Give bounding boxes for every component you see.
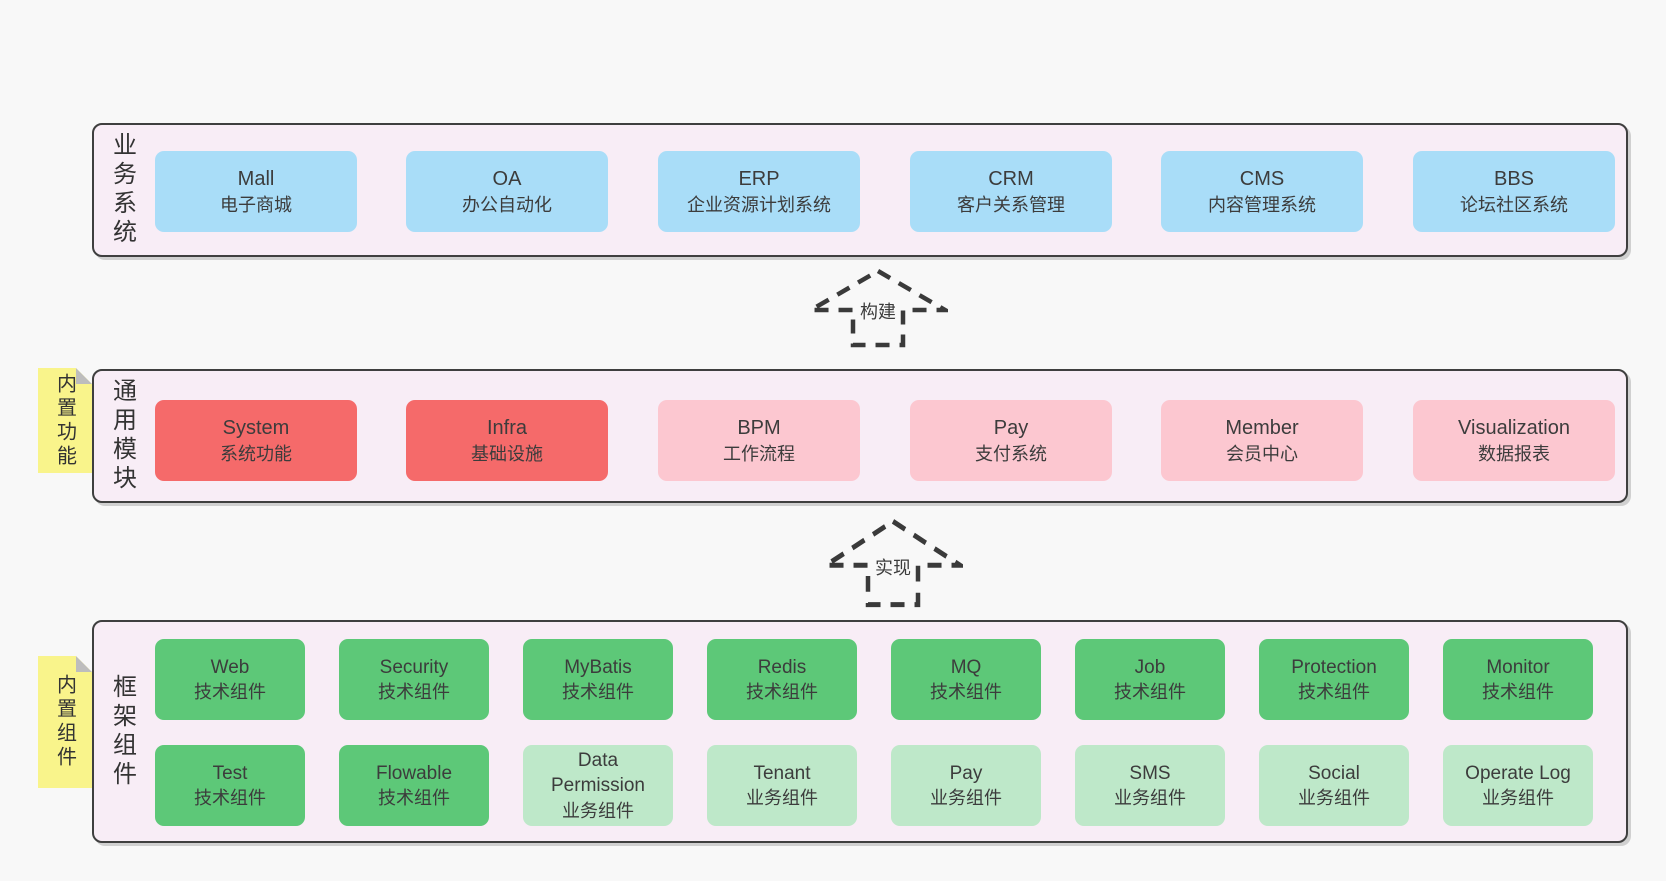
box-visualization: Visualization 数据报表 (1413, 400, 1615, 481)
arrow-build-label: 构建 (857, 297, 899, 326)
box-monitor: Monitor 技术组件 (1443, 639, 1593, 720)
up-arrow-icon (808, 268, 948, 348)
box-operate-log: Operate Log 业务组件 (1443, 745, 1593, 826)
box-mall: Mall 电子商城 (155, 151, 357, 232)
band-business-systems: 业务系统 Mall 电子商城 OA 办公自动化 ERP 企业资源计划系统 CRM… (92, 123, 1628, 257)
band-label-framework-components: 框架组件 (108, 673, 136, 790)
band-label-common-modules: 通用模块 (108, 378, 136, 494)
box-security: Security 技术组件 (339, 639, 489, 720)
band-label-business-systems: 业务系统 (108, 132, 136, 248)
box-pay-system: Pay 支付系统 (910, 400, 1112, 481)
box-cms: CMS 内容管理系统 (1161, 151, 1363, 232)
up-arrow-icon (823, 518, 963, 608)
box-erp: ERP 企业资源计划系统 (658, 151, 860, 232)
box-social: Social 业务组件 (1259, 745, 1409, 826)
box-test: Test 技术组件 (155, 745, 305, 826)
band-framework-components: 框架组件 Web 技术组件 Security 技术组件 MyBatis 技术组件… (92, 620, 1628, 843)
sticky-note-label: 内置功能 (53, 372, 76, 469)
box-sms: SMS 业务组件 (1075, 745, 1225, 826)
box-mq: MQ 技术组件 (891, 639, 1041, 720)
box-crm: CRM 客户关系管理 (910, 151, 1112, 232)
box-data-permission: Data Permission 业务组件 (523, 745, 673, 826)
band-common-modules: 通用模块 System 系统功能 Infra 基础设施 BPM 工作流程 Pay… (92, 369, 1628, 503)
box-web: Web 技术组件 (155, 639, 305, 720)
box-pay-component: Pay 业务组件 (891, 745, 1041, 826)
sticky-note-label: 内置组件 (53, 674, 76, 770)
box-tenant: Tenant 业务组件 (707, 745, 857, 826)
box-oa: OA 办公自动化 (406, 151, 608, 232)
sticky-note-built-in-features: 内置功能 (38, 368, 92, 473)
sticky-note-built-in-components: 内置组件 (38, 656, 92, 788)
box-member: Member 会员中心 (1161, 400, 1363, 481)
box-redis: Redis 技术组件 (707, 639, 857, 720)
box-system: System 系统功能 (155, 400, 357, 481)
arrow-build: 构建 (808, 268, 948, 348)
box-protection: Protection 技术组件 (1259, 639, 1409, 720)
box-flowable: Flowable 技术组件 (339, 745, 489, 826)
box-job: Job 技术组件 (1075, 639, 1225, 720)
arrow-implement: 实现 (823, 518, 963, 608)
box-bpm: BPM 工作流程 (658, 400, 860, 481)
box-mybatis: MyBatis 技术组件 (523, 639, 673, 720)
arrow-implement-label: 实现 (872, 552, 914, 581)
box-infra: Infra 基础设施 (406, 400, 608, 481)
box-bbs: BBS 论坛社区系统 (1413, 151, 1615, 232)
